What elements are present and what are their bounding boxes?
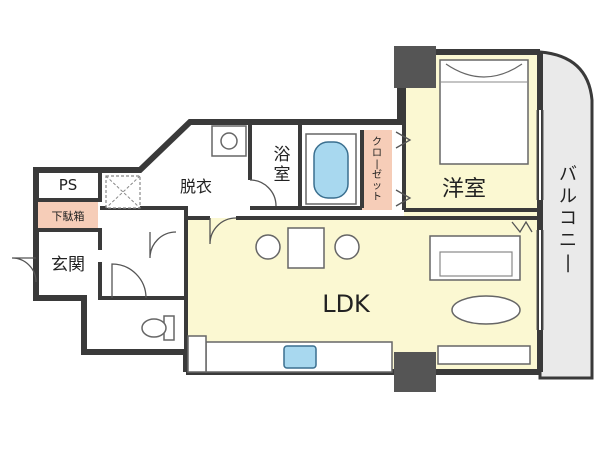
doors <box>11 131 533 299</box>
kitchen-sink <box>283 345 317 369</box>
column-bottom <box>394 352 436 392</box>
dining-chair-left <box>255 234 281 260</box>
bed-pillow <box>445 63 523 78</box>
entrance-label: 玄関 <box>51 255 85 275</box>
refrigerator-space <box>187 335 207 373</box>
western-room-label: 洋室 <box>442 177 486 202</box>
toilet-bowl <box>141 318 167 338</box>
dining-chair-right <box>334 234 360 260</box>
ldk-door <box>209 217 237 245</box>
balcony-area <box>538 50 594 380</box>
closet-door-bottom <box>395 189 412 207</box>
shoe-box-label: 下駄箱 <box>52 209 85 223</box>
washer-cross-2 <box>105 175 141 209</box>
toilet-door <box>111 263 147 299</box>
dressing-label: 脱衣 <box>180 177 212 196</box>
front-door <box>11 257 37 283</box>
washer-cross-1 <box>105 175 141 209</box>
tv-board <box>437 345 531 365</box>
western-room-door <box>511 220 533 234</box>
ps-label: PS <box>59 176 78 194</box>
window-frames <box>536 110 544 330</box>
shoe-box-area <box>38 202 98 228</box>
closet-label: クロ|ゼット <box>372 136 382 203</box>
dressing-door <box>149 231 177 259</box>
column-top <box>394 46 436 88</box>
ldk-label: LDK <box>322 290 371 318</box>
bath-label-text: 浴室 <box>274 145 291 185</box>
bath-door <box>249 179 277 207</box>
balcony-label: バルコニ| <box>559 164 577 273</box>
bath-label: 浴室 <box>274 145 291 185</box>
dining-table <box>287 227 325 269</box>
closet-label-text: クロ|ゼット <box>372 136 382 203</box>
washbasin-bowl <box>220 132 238 150</box>
bed <box>439 59 529 165</box>
sofa-seat <box>439 251 513 277</box>
bath-tub <box>313 141 349 199</box>
coffee-table <box>451 295 521 325</box>
closet-door-top <box>395 131 412 149</box>
closet-area <box>362 130 392 210</box>
balcony-label-text: バルコニ| <box>559 164 577 273</box>
